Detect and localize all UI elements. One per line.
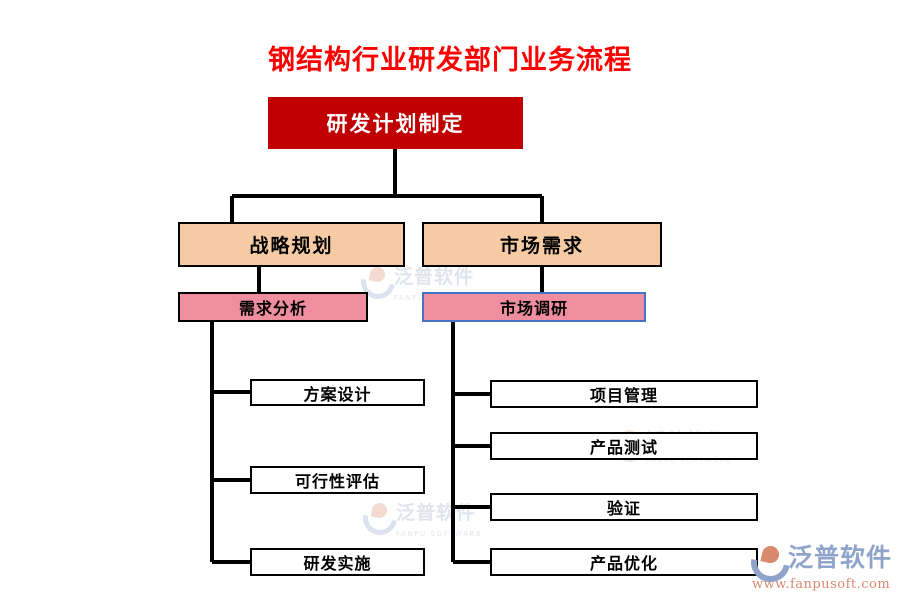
- brand-name: 泛普软件: [787, 542, 892, 572]
- node-feasibility-assessment[interactable]: 可行性评估: [250, 466, 425, 494]
- brand-logo: 泛普软件 www.fanpusoft.com: [743, 535, 892, 592]
- brand-url: www.fanpusoft.com: [751, 577, 891, 592]
- node-product-optimization[interactable]: 产品优化: [490, 548, 758, 576]
- node-scheme-design[interactable]: 方案设计: [250, 379, 425, 406]
- node-market-demand[interactable]: 市场需求: [422, 222, 662, 267]
- fanpu-logo-icon: [743, 535, 798, 590]
- node-project-management[interactable]: 项目管理: [490, 380, 758, 408]
- node-verification[interactable]: 验证: [490, 493, 758, 521]
- node-root-rd-plan[interactable]: 研发计划制定: [268, 97, 523, 149]
- node-market-research[interactable]: 市场调研: [422, 292, 646, 322]
- node-rd-implementation[interactable]: 研发实施: [250, 548, 425, 576]
- node-requirement-analysis[interactable]: 需求分析: [178, 292, 368, 322]
- node-strategy-planning[interactable]: 战略规划: [178, 222, 405, 267]
- node-product-testing[interactable]: 产品测试: [490, 432, 758, 460]
- page-title: 钢结构行业研发部门业务流程: [268, 45, 632, 76]
